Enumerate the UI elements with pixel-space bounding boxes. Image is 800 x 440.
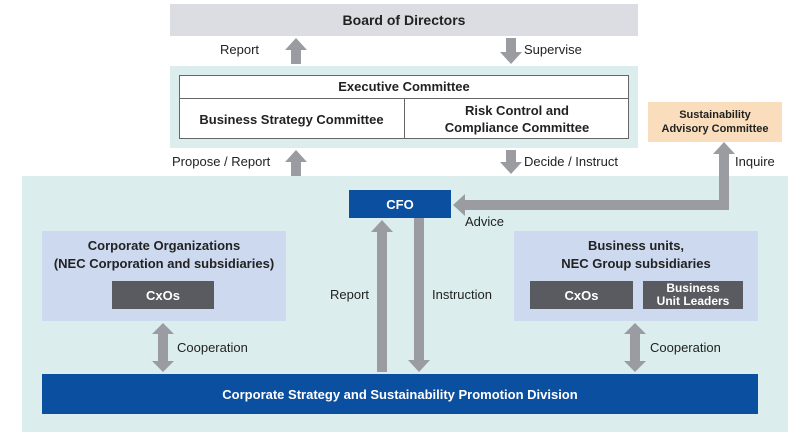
business-unit-leaders-line1: Business: [666, 281, 720, 295]
report-to-cfo-arrow: [371, 220, 393, 372]
corporate-strategy-division-label: Corporate Strategy and Sustainability Pr…: [222, 386, 578, 402]
corporate-cxos-label: CxOs: [146, 287, 180, 303]
business-units-line1: Business units,: [587, 238, 685, 253]
corporate-organizations-line1: Corporate Organizations: [87, 238, 241, 253]
cooperation-right-label: Cooperation: [650, 340, 721, 355]
executive-committee-title: Executive Committee: [179, 75, 629, 99]
cooperation-left-label: Cooperation: [177, 340, 248, 355]
corporate-organizations-line2: (NEC Corporation and subsidiaries): [53, 256, 275, 271]
instruction-label: Instruction: [432, 287, 492, 302]
risk-control-label-line1: Risk Control and: [464, 103, 569, 118]
decide-instruct-label: Decide / Instruct: [524, 154, 618, 169]
business-cxos-label: CxOs: [564, 287, 599, 303]
report-to-board-arrow: [285, 38, 307, 64]
business-units-title: Business units, NEC Group subsidiaries: [514, 236, 758, 274]
report-to-board-label: Report: [220, 42, 260, 57]
inquire-label: Inquire: [735, 154, 775, 169]
report-to-cfo-label: Report: [330, 287, 370, 302]
corporate-cxos-box: CxOs: [112, 281, 214, 309]
cfo-label: CFO: [386, 196, 414, 212]
inquire-advice-arrow: [453, 142, 735, 216]
business-units-line2: NEC Group subsidiaries: [561, 256, 711, 271]
business-cxos-box: CxOs: [530, 281, 633, 309]
propose-report-arrow: [285, 150, 307, 176]
business-strategy-committee-box: Business Strategy Committee: [179, 99, 405, 139]
cooperation-left-arrow: [152, 323, 174, 372]
instruction-arrow: [408, 218, 430, 372]
executive-committee-label: Executive Committee: [338, 79, 470, 94]
propose-report-label: Propose / Report: [172, 154, 271, 169]
corporate-organizations-title: Corporate Organizations (NEC Corporation…: [42, 236, 286, 274]
risk-control-committee-box: Risk Control and Compliance Committee: [405, 99, 629, 139]
corporate-strategy-division-box: Corporate Strategy and Sustainability Pr…: [42, 374, 758, 414]
board-of-directors-label: Board of Directors: [342, 12, 466, 28]
business-unit-leaders-box: Business Unit Leaders: [643, 281, 743, 309]
cooperation-right-arrow: [624, 323, 646, 372]
decide-instruct-arrow: [500, 150, 522, 174]
supervise-label: Supervise: [524, 42, 582, 57]
cfo-box: CFO: [349, 190, 451, 218]
business-strategy-committee-label: Business Strategy Committee: [199, 111, 384, 127]
sustainability-advisory-committee-box: Sustainability Advisory Committee: [648, 102, 782, 142]
supervise-arrow: [500, 38, 522, 64]
sustainability-label-line1: Sustainability: [679, 109, 751, 121]
board-of-directors-box: Board of Directors: [170, 4, 638, 36]
sustainability-label-line2: Advisory Committee: [661, 123, 769, 135]
advice-label: Advice: [465, 214, 505, 229]
risk-control-label-line2: Compliance Committee: [444, 120, 590, 135]
business-unit-leaders-line2: Unit Leaders: [656, 294, 730, 308]
